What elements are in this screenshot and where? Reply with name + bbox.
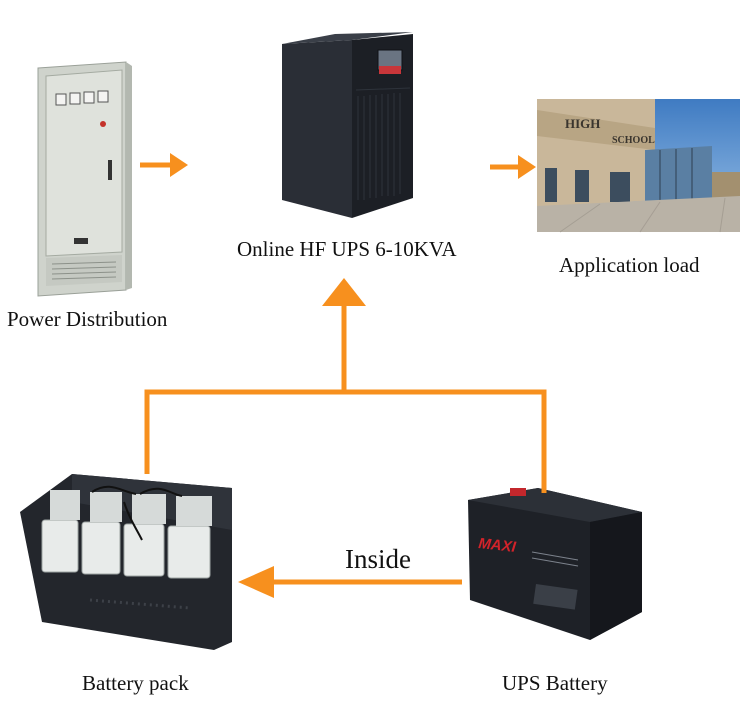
school-building-image: HIGH SCHOOL xyxy=(537,99,740,233)
arrow-power-to-ups-head xyxy=(170,153,188,177)
battery-pack-label: Battery pack xyxy=(82,671,189,695)
flow-arrows xyxy=(140,153,547,598)
power-distribution-label: Power Distribution xyxy=(7,307,168,331)
ups-battery-label: UPS Battery xyxy=(502,671,608,695)
battery-brand-text: MAXI xyxy=(478,535,518,556)
battery-pack-image xyxy=(20,474,232,650)
battery-supply-line xyxy=(144,389,547,493)
sign-text-school: SCHOOL xyxy=(612,135,655,146)
inside-label: Inside xyxy=(345,544,411,574)
power-distribution-cabinet-image xyxy=(37,61,132,297)
ups-tower-image xyxy=(282,32,413,218)
sign-text-high: HIGH xyxy=(565,116,600,131)
arrow-inside-head xyxy=(238,566,274,598)
arrow-ups-to-load-head xyxy=(518,155,536,179)
arrow-up-to-ups-head xyxy=(322,278,366,306)
ups-label: Online HF UPS 6-10KVA xyxy=(237,237,457,261)
ups-battery-image: MAXI xyxy=(468,488,642,640)
application-load-label: Application load xyxy=(559,253,700,277)
